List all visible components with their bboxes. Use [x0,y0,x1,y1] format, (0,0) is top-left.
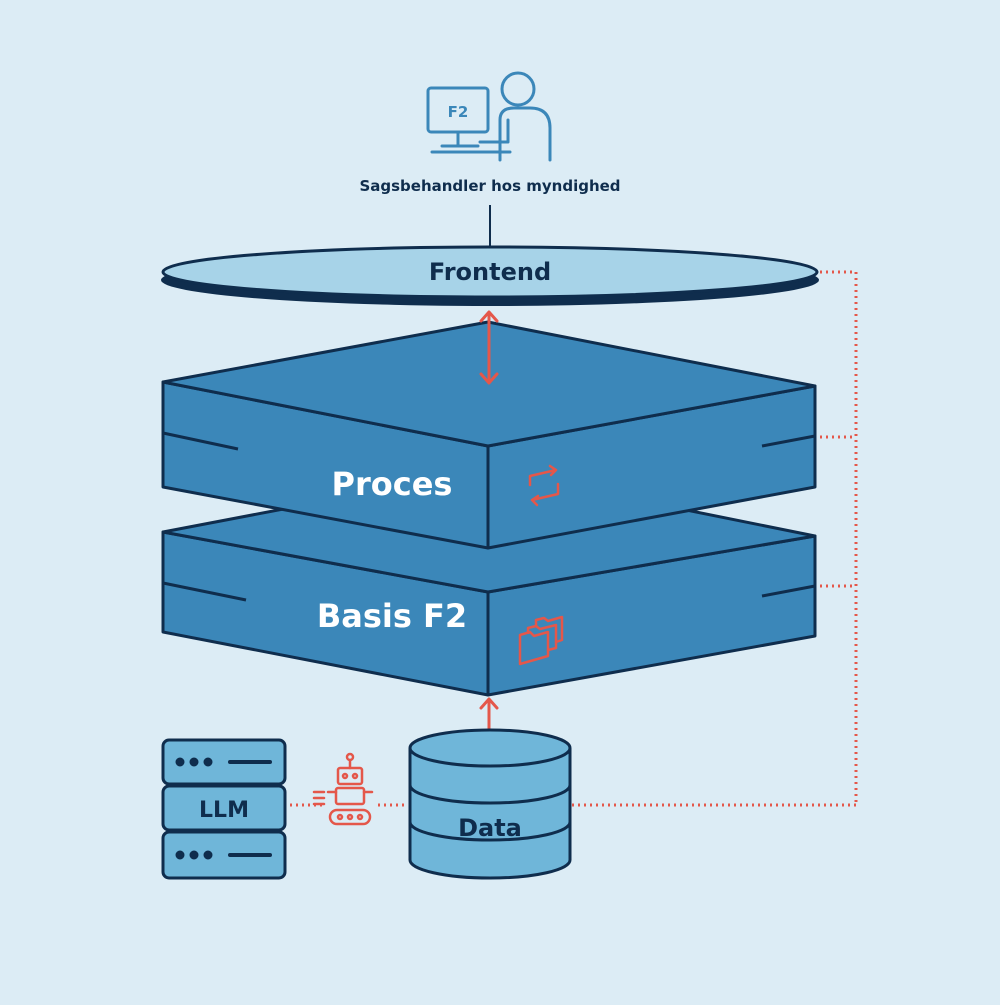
frontend-proces-arrow [479,310,499,385]
user-at-computer-icon [426,71,552,162]
llm-label: LLM [199,798,249,823]
server-lights [175,757,272,860]
robot-icon [312,752,374,826]
database-icon [408,728,572,880]
server-rack-icon [161,738,287,880]
folders-icon [518,615,564,666]
user-screen-text: F2 [448,103,469,121]
frontend-label: Frontend [429,258,551,286]
user-label: Sagsbehandler hos myndighed [359,177,620,195]
frontend-layer [161,245,819,306]
dotted-connectors [290,270,858,807]
data-label: Data [458,814,522,842]
process-arrows-icon [528,464,560,507]
proces-label: Proces [332,465,453,503]
basis-label: Basis F2 [317,597,467,635]
